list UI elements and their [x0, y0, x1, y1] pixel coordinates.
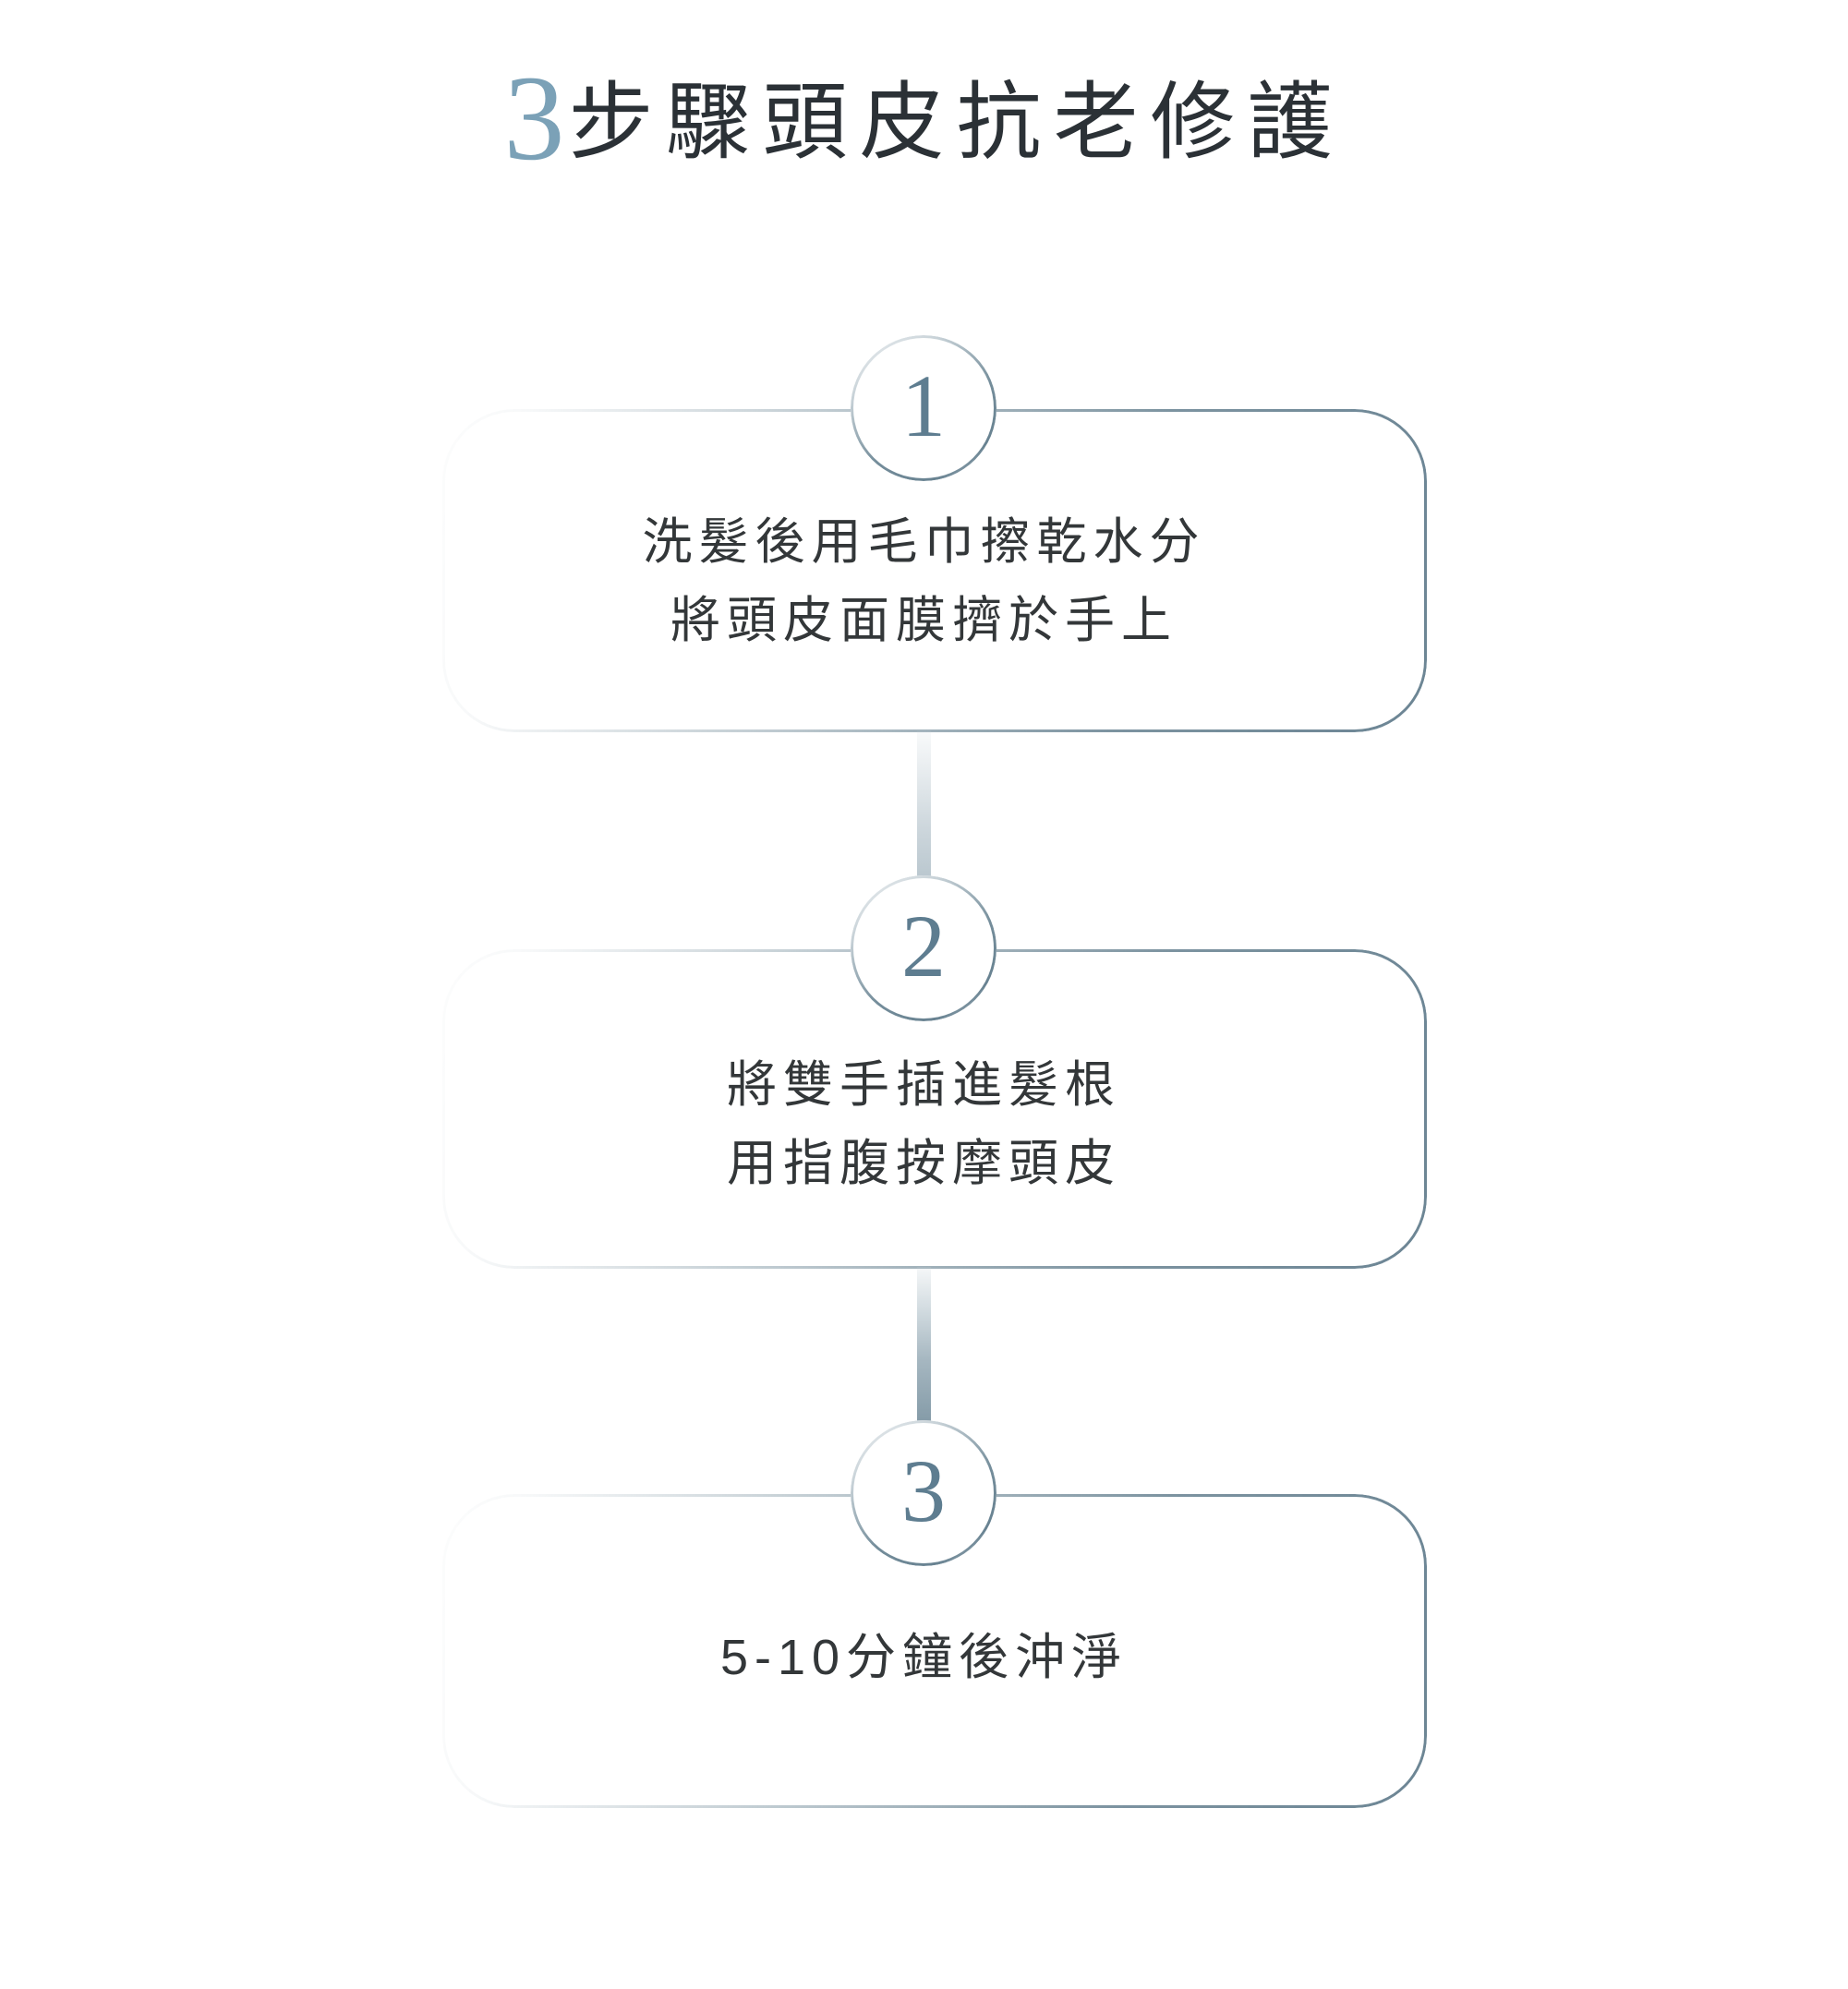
- page-title: 3步驟頭皮抗老修護: [0, 57, 1848, 179]
- step-badge-3: 3: [851, 1420, 996, 1566]
- step-badge-2: 2: [851, 875, 996, 1021]
- title-heading-text: 步驟頭皮抗老修護: [568, 76, 1345, 170]
- connector-step2-step3: [917, 1267, 931, 1422]
- step-badge-1: 1: [851, 335, 996, 481]
- step-badge-1-number: 1: [901, 356, 946, 455]
- connector-step1-step2: [917, 730, 931, 884]
- step-card-1-text: 洗髮後用毛巾擦乾水分 將頭皮面膜擠於手上: [642, 514, 1206, 649]
- step-card-3-text: 5-10分鐘後沖淨: [719, 1630, 1129, 1685]
- step-badge-3-number: 3: [901, 1441, 946, 1540]
- step-card-2-text: 將雙手插進髮根 用指腹按摩頭皮: [727, 1057, 1121, 1192]
- step-badge-2-number: 2: [901, 897, 946, 995]
- title-step-count: 3: [503, 50, 569, 186]
